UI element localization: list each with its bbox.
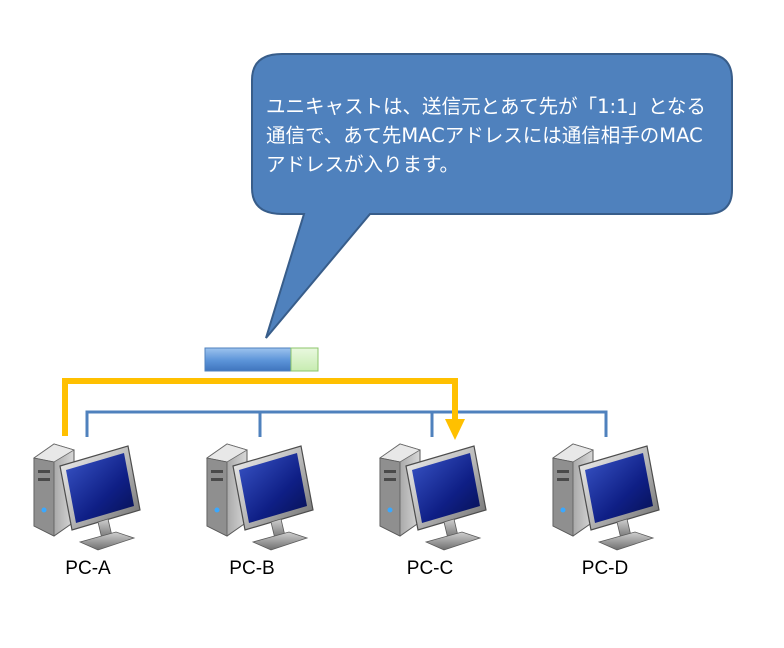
callout-bubble: [251, 53, 733, 339]
pc-d-icon: [552, 443, 660, 551]
frame-header: [204, 347, 292, 372]
callout-text: ユニキャストは、送信元とあて先が「1:1」となる通信で、あて先MACアドレスには…: [266, 95, 706, 176]
pc-c-label: PC-C: [406, 558, 454, 579]
network-bus: [85, 410, 608, 437]
pc-d-label: PC-D: [581, 558, 629, 579]
unicast-arrow: [62, 378, 465, 440]
pc-a-icon: [33, 443, 141, 551]
pc-c-icon: [379, 443, 487, 551]
pc-b-label: PC-B: [229, 558, 275, 579]
frame-payload: [290, 347, 319, 372]
pc-b-icon: [206, 443, 314, 551]
arrowhead-icon: [445, 419, 465, 440]
pc-a-label: PC-A: [65, 558, 111, 579]
